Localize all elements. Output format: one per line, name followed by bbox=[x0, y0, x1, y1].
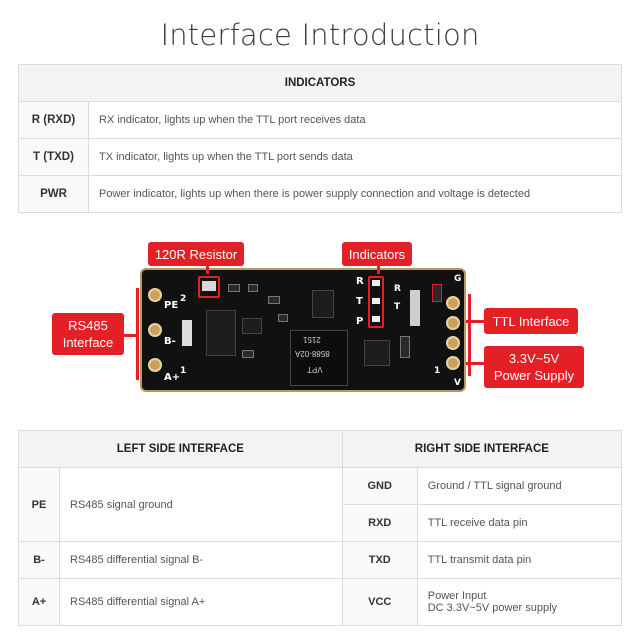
table-row: R (RXD) RX indicator, lights up when the… bbox=[18, 101, 622, 139]
smd-part bbox=[268, 296, 280, 304]
indicator-key: R (RXD) bbox=[18, 101, 89, 139]
power-connector bbox=[466, 362, 484, 365]
indicators-table: INDICATORS R (RXD) RX indicator, lights … bbox=[18, 64, 622, 213]
right-key: GND bbox=[341, 467, 418, 505]
vcc-desc-line2: DC 3.3V~5V power supply bbox=[427, 602, 558, 614]
smd-part bbox=[278, 314, 288, 322]
indicator-desc: TX indicator, lights up when the TTL por… bbox=[88, 138, 622, 176]
left-desc: RS485 differential signal B- bbox=[59, 541, 343, 579]
silk-num: 1 bbox=[434, 366, 441, 376]
page-title: Interface Introduction bbox=[160, 18, 480, 52]
pin-label-v: V bbox=[454, 378, 461, 388]
right-desc: TTL transmit data pin bbox=[416, 541, 623, 579]
pad-txd bbox=[446, 336, 460, 350]
pad-a bbox=[148, 358, 162, 372]
pad-pe bbox=[148, 288, 162, 302]
callout-power: 3.3V~5V Power Supply bbox=[484, 346, 584, 388]
ic-small bbox=[242, 318, 262, 334]
indicators-connector bbox=[377, 262, 380, 274]
pad-vcc bbox=[446, 356, 460, 370]
silk-num: 1 bbox=[180, 366, 187, 376]
led-mark-t2: T bbox=[394, 302, 401, 312]
left-key: PE bbox=[18, 467, 60, 542]
indicator-desc: RX indicator, lights up when the TTL por… bbox=[88, 101, 622, 139]
smd-part bbox=[400, 336, 410, 358]
led-mark-r2: R bbox=[394, 284, 401, 294]
pin-label-pe: PE bbox=[164, 300, 179, 311]
ttl-connector bbox=[466, 320, 484, 323]
indicator-key: T (TXD) bbox=[18, 138, 89, 176]
led-mark-r: R bbox=[356, 276, 364, 287]
led-r bbox=[372, 280, 380, 286]
chip-text: 8588-02A bbox=[295, 349, 330, 358]
right-interface-header: RIGHT SIDE INTERFACE bbox=[341, 430, 623, 468]
right-key: TXD bbox=[341, 541, 418, 579]
indicator-key: PWR bbox=[18, 175, 89, 213]
ic-chip bbox=[206, 310, 236, 356]
silk-num: 2 bbox=[180, 294, 187, 304]
right-desc-vcc: Power Input DC 3.3V~5V power supply bbox=[416, 578, 623, 626]
capacitor bbox=[410, 290, 420, 326]
right-key: RXD bbox=[341, 504, 418, 542]
table-row: B- RS485 differential signal B- TXD TTL … bbox=[18, 541, 623, 579]
table-row: A+ RS485 differential signal A+ VCC Powe… bbox=[18, 578, 623, 626]
resistor-highlight bbox=[198, 276, 220, 298]
ic-chip bbox=[364, 340, 390, 366]
resistor-120r bbox=[202, 281, 216, 291]
indicators-highlight bbox=[368, 276, 384, 328]
smd-part bbox=[248, 284, 258, 292]
left-desc: RS485 differential signal A+ bbox=[59, 578, 343, 626]
interface-table: LEFT SIDE INTERFACE RIGHT SIDE INTERFACE… bbox=[18, 430, 623, 626]
table-row: PWR Power indicator, lights up when ther… bbox=[18, 175, 622, 213]
pin-label-g: G bbox=[454, 274, 462, 284]
resistor-connector bbox=[206, 262, 209, 274]
led-pwr bbox=[372, 316, 380, 322]
indicators-header: INDICATORS bbox=[18, 64, 622, 102]
chip-text: 2151 bbox=[303, 335, 321, 344]
smd-part bbox=[432, 284, 442, 302]
pin-label-a: A+ bbox=[164, 372, 181, 383]
left-desc: RS485 signal ground bbox=[59, 467, 343, 542]
callout-rs485: RS485 Interface bbox=[52, 313, 124, 355]
right-key: VCC bbox=[341, 578, 418, 626]
left-key: B- bbox=[18, 541, 60, 579]
left-interface-header: LEFT SIDE INTERFACE bbox=[18, 430, 343, 468]
pad-rxd bbox=[446, 316, 460, 330]
led-mark-p: P bbox=[356, 316, 364, 327]
smd-part bbox=[242, 350, 254, 358]
ic-top bbox=[312, 290, 334, 318]
smd-part bbox=[228, 284, 240, 292]
table-row: RXD TTL receive data pin bbox=[19, 504, 623, 542]
isolation-module: 2151 8588-02A VPT bbox=[290, 330, 348, 386]
pad-b bbox=[148, 323, 162, 337]
pcb-board: PE B- A+ 2 1 2151 8588-02A VPT R T P bbox=[140, 268, 466, 392]
callout-ttl: TTL Interface bbox=[484, 308, 578, 334]
table-row: T (TXD) TX indicator, lights up when the… bbox=[18, 138, 622, 176]
callout-indicators: Indicators bbox=[342, 242, 412, 266]
pad-gnd bbox=[446, 296, 460, 310]
chip-text: VPT bbox=[307, 365, 323, 374]
pin-label-b: B- bbox=[164, 336, 176, 347]
right-desc: Ground / TTL signal ground bbox=[416, 467, 623, 505]
led-mark-t: T bbox=[356, 296, 363, 307]
vcc-desc-line1: Power Input bbox=[427, 590, 487, 602]
capacitor bbox=[182, 320, 192, 346]
table-row: PE RS485 signal ground GND Ground / TTL … bbox=[18, 467, 623, 542]
left-key: A+ bbox=[18, 578, 60, 626]
led-t bbox=[372, 298, 380, 304]
callout-resistor: 120R Resistor bbox=[148, 242, 244, 266]
right-desc: TTL receive data pin bbox=[416, 504, 623, 542]
rs485-connector bbox=[124, 334, 138, 337]
indicator-desc: Power indicator, lights up when there is… bbox=[88, 175, 622, 213]
ttl-bracket bbox=[468, 294, 471, 376]
